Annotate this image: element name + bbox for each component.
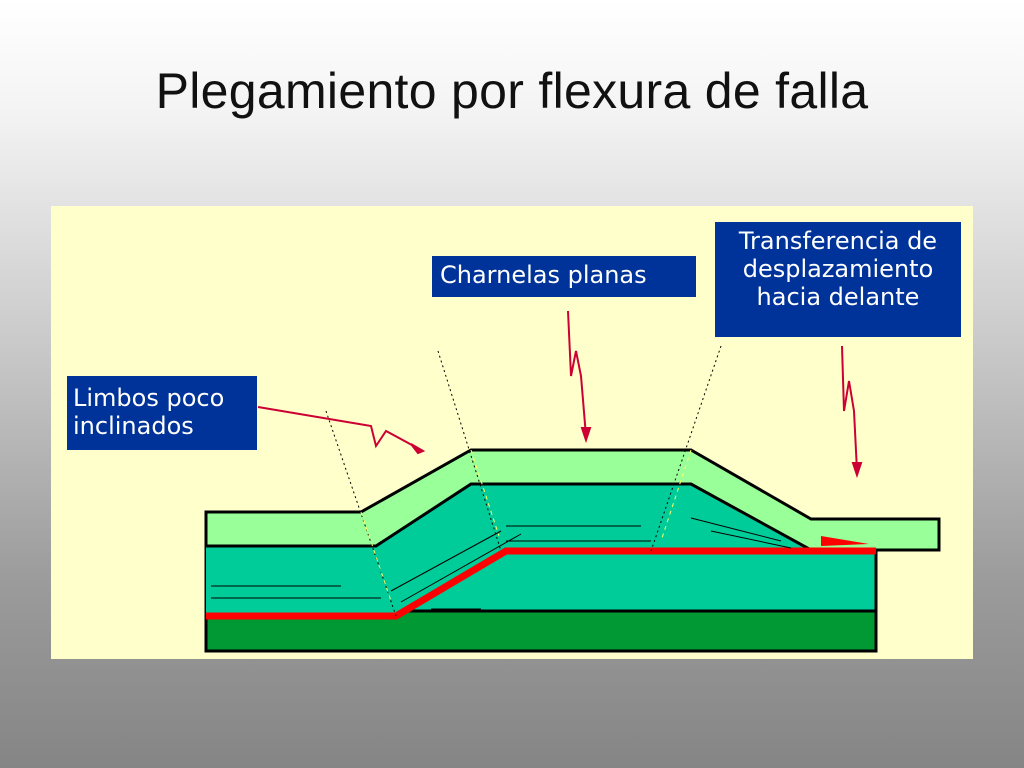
fault-arrow-icon bbox=[821, 536, 869, 546]
fault-line bbox=[206, 547, 876, 620]
diagram-drawing bbox=[204, 310, 941, 653]
arrow-transfer-icon bbox=[841, 345, 863, 479]
label-transferencia-desplazamiento: Transferencia de desplazamiento hacia de… bbox=[715, 222, 961, 337]
label-charnelas-planas: Charnelas planas bbox=[432, 256, 696, 297]
bedding-lines bbox=[211, 517, 792, 610]
arrow-limbos-icon bbox=[257, 406, 426, 455]
label-transfer-line-3: hacia delante bbox=[756, 283, 920, 311]
label-transfer-line-2: desplazamiento bbox=[742, 255, 934, 283]
fault-bend-fold-diagram: Charnelas planas Limbos poco inclinados … bbox=[51, 206, 973, 659]
label-transfer-line-1: Transferencia de bbox=[738, 227, 938, 255]
arrow-charnelas-icon bbox=[567, 310, 592, 444]
label-limbos-line-1: Limbos poco bbox=[73, 384, 225, 412]
axial-planes-light bbox=[360, 449, 692, 602]
label-limbos-poco-inclinados: Limbos poco inclinados bbox=[67, 376, 257, 450]
slide-title: Plegamiento por flexura de falla bbox=[155, 63, 869, 119]
label-limbos-line-2: inclinados bbox=[73, 412, 194, 440]
